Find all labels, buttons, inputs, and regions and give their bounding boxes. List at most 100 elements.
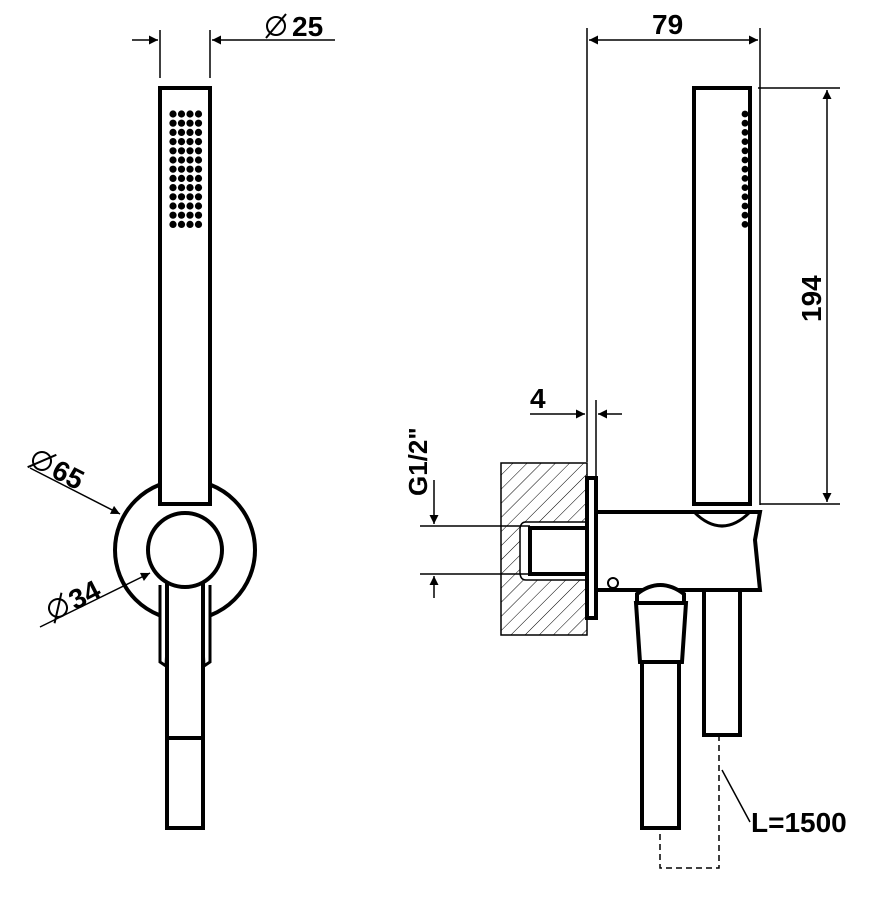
nozzle-dot <box>194 211 203 219</box>
nozzle-dot <box>186 110 194 118</box>
dimension-height-194: 194 <box>758 87 840 505</box>
nozzle-dot <box>741 156 749 164</box>
nozzle-dot <box>186 211 194 219</box>
nozzle-dot <box>169 165 177 173</box>
dimension-thread: G1/2" <box>403 427 530 598</box>
nozzle-dot <box>177 202 186 210</box>
dim-label-4: 4 <box>530 383 546 414</box>
nozzle-dot <box>741 165 749 173</box>
dimension-diameter-65: 65 <box>27 451 121 515</box>
holder-knob <box>146 511 224 589</box>
nozzle-dot <box>186 202 194 210</box>
nozzle-dot <box>741 202 749 210</box>
nozzle-dot <box>194 165 203 173</box>
dim-label-25: 25 <box>292 11 323 42</box>
outlet-hose <box>640 660 681 830</box>
nozzle-dot <box>194 110 203 118</box>
hose <box>165 578 205 830</box>
nozzle-column <box>741 110 749 228</box>
hose-cone <box>635 583 686 605</box>
nozzle-dot <box>186 119 194 127</box>
nozzle-dot <box>194 174 203 182</box>
nozzle-dot <box>741 110 749 118</box>
nozzle-dot <box>194 138 203 146</box>
nozzle-dot <box>194 119 203 127</box>
hose-length-callout: L=1500 <box>721 769 847 838</box>
nozzle-dot <box>169 220 177 228</box>
nozzle-dot <box>169 156 177 164</box>
dim-label-thread: G1/2" <box>403 427 433 496</box>
inlet-pipe <box>528 526 592 576</box>
nozzle-dot <box>741 138 749 146</box>
nozzle-dot <box>186 174 194 182</box>
nozzle-dot <box>741 147 749 155</box>
nozzle-dot <box>186 147 194 155</box>
nozzle-dot <box>186 165 194 173</box>
nozzle-dot <box>169 193 177 201</box>
nozzle-dot <box>177 184 186 192</box>
nozzle-dot <box>741 119 749 127</box>
side-view <box>500 86 763 869</box>
nozzle-dot <box>177 220 186 228</box>
dim-label-194: 194 <box>796 275 827 322</box>
dimension-width-79: 79 <box>586 9 761 505</box>
dim-label-79: 79 <box>652 9 683 40</box>
nozzle-dot <box>741 175 749 182</box>
nozzle-dot <box>169 174 177 182</box>
nozzle-dot <box>177 165 186 173</box>
nozzle-dot <box>169 184 177 192</box>
nozzle-dot <box>194 184 203 192</box>
nozzle-dot <box>186 193 194 201</box>
nozzle-dot <box>741 221 749 228</box>
nozzle-dot <box>169 110 177 118</box>
diameter-icon <box>48 592 68 624</box>
nozzle-dot <box>194 220 203 228</box>
nozzle-dot <box>169 119 177 127</box>
nozzle-dot <box>177 156 186 164</box>
nozzle-dot <box>169 211 177 219</box>
nozzle-dot <box>186 220 194 228</box>
nozzle-dot <box>169 138 177 146</box>
dim-label-34: 34 <box>64 574 106 616</box>
dim-label-65: 65 <box>47 454 89 496</box>
dimension-offset-4: 4 <box>530 383 622 478</box>
nozzle-dot <box>169 147 177 155</box>
holder-cup <box>692 510 752 528</box>
nozzle-dot <box>177 147 186 155</box>
hose-nut <box>633 601 689 664</box>
set-screw <box>607 577 619 589</box>
nozzle-dot <box>194 128 203 136</box>
nozzle-dot <box>194 202 203 210</box>
nozzle-dot <box>194 147 203 155</box>
hose-continuation <box>659 735 720 869</box>
nozzle-dot <box>194 193 203 201</box>
nozzle-grid <box>169 110 203 228</box>
diameter-icon <box>27 451 57 471</box>
nozzle-dot <box>177 193 186 201</box>
nozzle-dot <box>169 128 177 136</box>
nozzle-dot <box>177 119 186 127</box>
nozzle-dot <box>177 110 186 118</box>
nozzle-dot <box>741 129 749 136</box>
dimension-diameter-25: 25 <box>132 11 335 78</box>
nozzle-dot <box>741 211 749 219</box>
nozzle-dot <box>177 138 186 146</box>
nozzle-dot <box>169 202 177 210</box>
nozzle-dot <box>186 128 194 136</box>
hand-shower-side <box>692 86 752 506</box>
nozzle-dot <box>177 128 186 136</box>
dim-label-hose-length: L=1500 <box>751 807 847 838</box>
nozzle-dot <box>741 184 749 192</box>
shower-hose <box>702 588 742 737</box>
nozzle-dot <box>741 193 749 201</box>
hand-shower-body <box>158 86 212 506</box>
nozzle-dot <box>194 156 203 164</box>
nozzle-dot <box>186 138 194 146</box>
holder-body <box>594 510 763 592</box>
nozzle-dot <box>186 156 194 164</box>
nozzle-dot <box>177 211 186 219</box>
nozzle-dot <box>186 184 194 192</box>
diameter-icon <box>265 13 287 39</box>
front-view <box>113 86 257 830</box>
